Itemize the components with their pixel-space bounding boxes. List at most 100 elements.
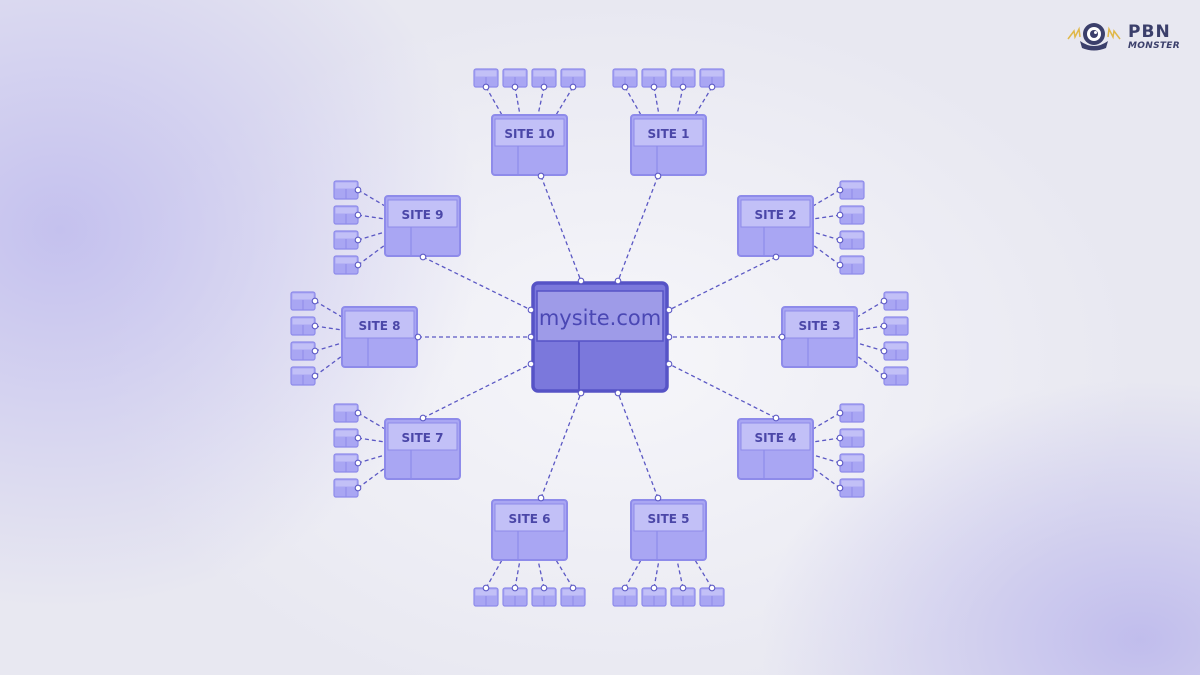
child-connector-dot — [540, 83, 548, 91]
site-header — [633, 503, 704, 532]
child-connector-dot — [880, 297, 888, 305]
child-site-node — [839, 205, 865, 225]
child-site-node — [531, 68, 557, 88]
link-site-2 — [668, 256, 777, 311]
site-node-10[interactable]: SITE 10 — [491, 114, 568, 176]
site-nodes: mysite.com SITE 1 SITE 2 SITE 3 SITE 4 SITE 5… — [290, 68, 909, 607]
link-site-5-child-2 — [653, 559, 660, 589]
site-node-9[interactable]: SITE 9 — [384, 195, 461, 257]
site-node-3[interactable]: SITE 3 — [781, 306, 858, 368]
site-label-9: SITE 9 — [401, 208, 443, 222]
child-connector-dot — [354, 261, 362, 269]
child-connector-dot — [311, 347, 319, 355]
link-site-4-child-4 — [812, 467, 841, 489]
child-connector-dot — [354, 236, 362, 244]
link-site-1-child-2 — [653, 86, 660, 116]
link-site-2-child-1 — [812, 189, 841, 207]
child-connector-dot — [880, 322, 888, 330]
child-site-node — [883, 366, 909, 386]
link-site-2-child-2 — [812, 214, 841, 220]
child-site-node — [699, 68, 725, 88]
child-connector-dot — [354, 434, 362, 442]
child-site-node — [560, 68, 586, 88]
site-connector-dot — [414, 333, 422, 341]
site-header — [387, 422, 458, 451]
site-header — [387, 199, 458, 228]
site-connector-dot — [654, 494, 662, 502]
site-connector-dot — [778, 333, 786, 341]
site-label-4: SITE 4 — [754, 431, 796, 445]
child-connector-dot — [482, 83, 490, 91]
child-site-node — [883, 291, 909, 311]
link-site-6-child-1 — [485, 559, 503, 589]
child-connector-dot — [836, 409, 844, 417]
center-site-label: mysite.com — [539, 306, 661, 330]
site-node-1[interactable]: SITE 1 — [630, 114, 707, 176]
child-site-node — [670, 587, 696, 607]
center-connector-dot — [665, 360, 673, 368]
site-node-2[interactable]: SITE 2 — [737, 195, 814, 257]
site-header — [633, 118, 704, 147]
link-site-8-child-2 — [314, 325, 343, 331]
center-connector-dot — [665, 333, 673, 341]
link-site-10-child-2 — [514, 86, 521, 116]
link-site-8-child-3 — [314, 342, 343, 352]
link-site-7-child-1 — [357, 412, 386, 430]
link-site-6-child-2 — [514, 559, 521, 589]
child-connector-dot — [311, 372, 319, 380]
site-label-3: SITE 3 — [798, 319, 840, 333]
link-site-5 — [617, 392, 659, 499]
link-site-5-child-1 — [624, 559, 642, 589]
child-site-node — [290, 316, 316, 336]
site-node-7[interactable]: SITE 7 — [384, 418, 461, 480]
site-connector-dot — [772, 253, 780, 261]
child-connector-dot — [836, 434, 844, 442]
child-site-node — [883, 316, 909, 336]
link-site-6-child-3 — [537, 559, 545, 589]
site-node-5[interactable]: SITE 5 — [630, 499, 707, 561]
child-site-node — [839, 230, 865, 250]
child-connector-dot — [836, 186, 844, 194]
link-site-10-child-4 — [555, 86, 574, 116]
site-connector-dot — [772, 414, 780, 422]
child-site-node — [473, 587, 499, 607]
site-node-8[interactable]: SITE 8 — [341, 306, 418, 368]
child-site-node — [531, 587, 557, 607]
link-site-2-child-4 — [812, 244, 841, 266]
link-site-8-child-4 — [314, 355, 343, 377]
site-node-6[interactable]: SITE 6 — [491, 499, 568, 561]
monster-eye-icon — [1067, 23, 1121, 51]
child-site-node — [333, 478, 359, 498]
child-connector-dot — [836, 236, 844, 244]
child-site-node — [333, 230, 359, 250]
link-site-10-child-3 — [537, 86, 545, 116]
site-node-4[interactable]: SITE 4 — [737, 418, 814, 480]
child-site-node — [641, 68, 667, 88]
brand-logo[interactable]: PBN MONSTER — [1066, 20, 1180, 54]
child-connector-dot — [708, 584, 716, 592]
site-header — [344, 310, 415, 339]
site-label-1: SITE 1 — [647, 127, 689, 141]
link-site-1-child-1 — [624, 86, 642, 116]
child-connector-dot — [679, 584, 687, 592]
site-header — [740, 422, 811, 451]
child-site-node — [333, 180, 359, 200]
child-site-node — [333, 453, 359, 473]
child-site-node — [883, 341, 909, 361]
child-connector-dot — [880, 347, 888, 355]
child-connector-dot — [354, 459, 362, 467]
child-connector-dot — [621, 83, 629, 91]
child-site-node — [839, 403, 865, 423]
link-site-4-child-3 — [812, 454, 841, 464]
child-site-node — [290, 341, 316, 361]
link-site-10-child-1 — [485, 86, 503, 116]
child-site-node — [333, 428, 359, 448]
link-site-3-child-3 — [856, 342, 885, 352]
child-connector-dot — [708, 83, 716, 91]
center-connector-dot — [527, 306, 535, 314]
center-site-node[interactable]: mysite.com — [531, 281, 669, 393]
link-site-9-child-1 — [357, 189, 386, 207]
child-connector-dot — [836, 484, 844, 492]
child-connector-dot — [679, 83, 687, 91]
